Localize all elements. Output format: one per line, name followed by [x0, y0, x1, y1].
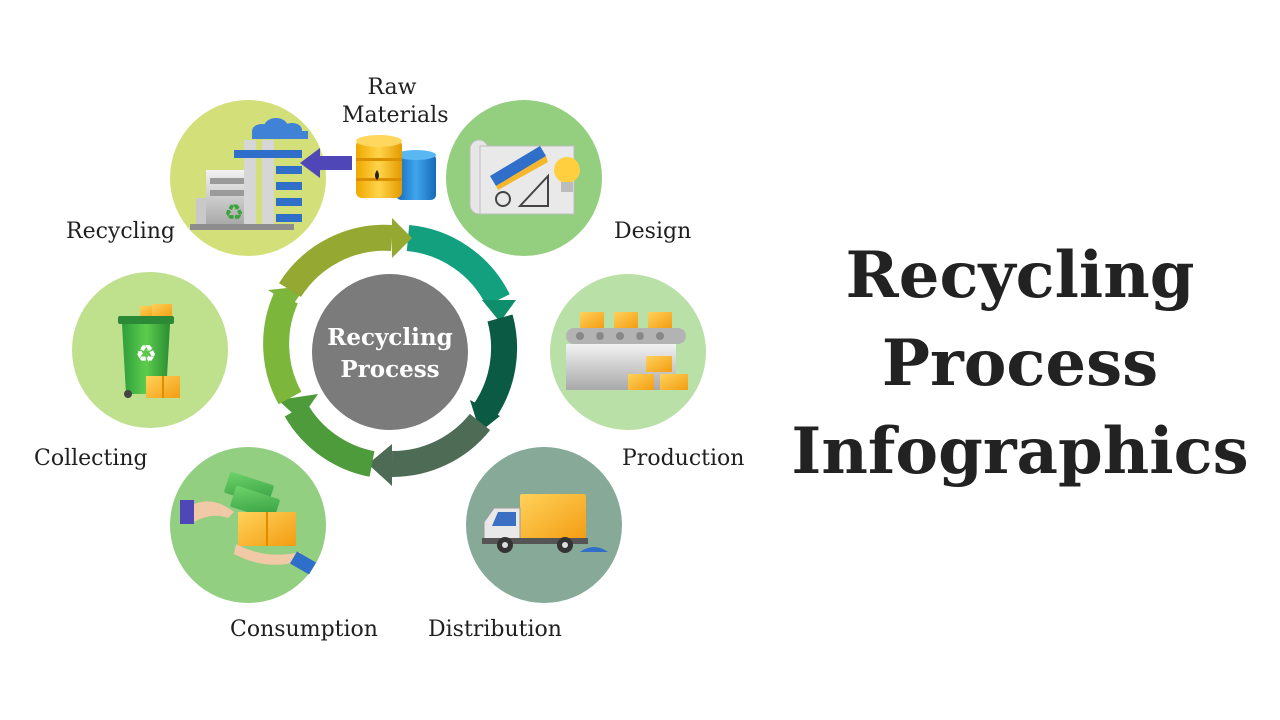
page-title-line3: Infographics	[791, 414, 1249, 489]
cycle-arrow-segment-4	[284, 403, 375, 477]
cycle-arrow-head-3	[368, 444, 392, 486]
center-hub-line1: Recycling	[327, 324, 453, 351]
center-hub-label: Recycling Process	[312, 322, 468, 386]
stage-label-raw-line2: Materials	[342, 103, 449, 128]
stage-label-production: Production	[622, 446, 745, 471]
page-title-line1: Recycling	[845, 238, 1195, 313]
cycle-arrow-head-4	[278, 394, 318, 420]
svg-text:♻: ♻	[224, 201, 244, 226]
cycle-arrow-segment-2	[473, 314, 518, 420]
blueprint-icon	[469, 139, 580, 215]
cycle-arrow-segment-6	[279, 224, 393, 298]
cycle-arrow-segment-5	[263, 292, 302, 405]
stage-label-raw-line1: Raw	[367, 75, 417, 100]
page-title-line2: Process	[881, 326, 1159, 401]
page-title: Recycling Process Infographics	[770, 232, 1270, 496]
raw-material-flow-arrow	[300, 148, 352, 178]
center-hub	[312, 274, 468, 430]
stage-label-raw-materials: Raw Materials	[342, 74, 449, 130]
stage-label-consumption: Consumption	[230, 617, 378, 642]
center-hub-line2: Process	[340, 356, 440, 383]
recycling-factory-icon: ♻	[190, 118, 308, 230]
stage-label-recycling: Recycling	[66, 219, 175, 244]
money-exchange-icon	[180, 471, 317, 575]
cycle-arrow-head-1	[482, 300, 516, 322]
conveyor-belt-icon	[566, 312, 688, 390]
oil-barrels-icon	[356, 135, 436, 200]
recycle-bin-icon: ♻	[118, 304, 180, 398]
cycle-arrow-segment-1	[406, 225, 510, 307]
stage-label-distribution: Distribution	[428, 617, 562, 642]
cycle-arrow-segment-3	[391, 413, 491, 478]
delivery-truck-icon	[482, 494, 608, 553]
cycle-arrows	[263, 218, 518, 486]
cycle-arrow-head-6	[392, 218, 412, 258]
svg-text:♻: ♻	[135, 340, 157, 368]
stage-label-design: Design	[614, 219, 692, 244]
stage-label-collecting: Collecting	[34, 446, 148, 471]
